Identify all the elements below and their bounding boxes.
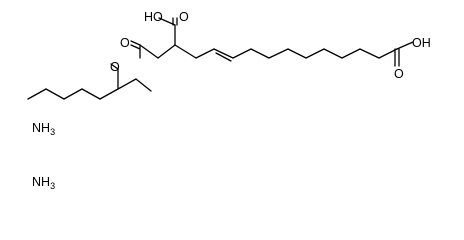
bond-ch2-ester-c [139,44,159,59]
bond-chain-5 [268,48,289,59]
atom-label-acid-top-oh: HO [144,10,163,24]
bond-chain-1 [195,48,215,59]
ammonia-symbol-1: NH [32,121,50,135]
bond-acid-top-c-oh [158,17,176,26]
bond-ester-c-o-1 [130,40,141,46]
bond-alkyl-pentyl-5 [27,88,47,100]
bond-alkyl-ch-ethyl-1 [117,78,137,90]
bond-chain-10 [359,48,380,59]
counterions: NH3 NH3 [32,121,55,191]
ammonia-label-2: NH3 [32,175,55,191]
bond-o-link-alkyl [110,63,119,70]
bond-chain-3 [232,48,252,59]
bond-alkyl-ethyl-2 [135,78,152,92]
bond-ch-ch2-left [157,44,176,59]
chemical-structure-diagram: HO O O O OH O NH3 NH3 [27,10,431,191]
bond-skeleton [27,17,414,100]
bond-chain-9 [341,48,361,59]
bond-chain-2-double-b [215,52,232,62]
bond-chain-6 [287,48,307,59]
bond-chain-7 [305,48,325,59]
bond-chain-4 [250,48,270,59]
ammonia-label-1: NH3 [32,121,55,137]
atom-labels: HO O O O OH O [110,10,431,81]
bond-alkyl-pentyl-3 [63,88,83,100]
bond-acid-right-c-oh [396,41,414,50]
bond-chain-11 [378,48,398,59]
bond-alkyl-pentyl-4 [45,88,65,100]
atom-label-ester-o-link: O [110,60,120,74]
ammonia-symbol-2: NH [32,175,50,189]
bond-alkyl-ch-pentyl-1 [99,88,119,100]
bond-ester-c-o-2 [130,44,141,50]
atom-label-acid-right-o: O [394,67,404,81]
atom-label-acid-top-o: O [179,10,189,24]
bond-chain-8 [323,48,343,59]
atom-label-acid-right-oh: OH [412,36,431,50]
ammonia-subscript-1: 3 [50,127,55,137]
bond-chain-2-double-a [213,48,234,59]
bond-ch-ch2-right [174,44,197,59]
ammonia-subscript-2: 3 [50,181,55,191]
atom-label-ester-o-carbonyl: O [120,36,130,50]
bond-alkyl-pentyl-2 [81,88,101,100]
